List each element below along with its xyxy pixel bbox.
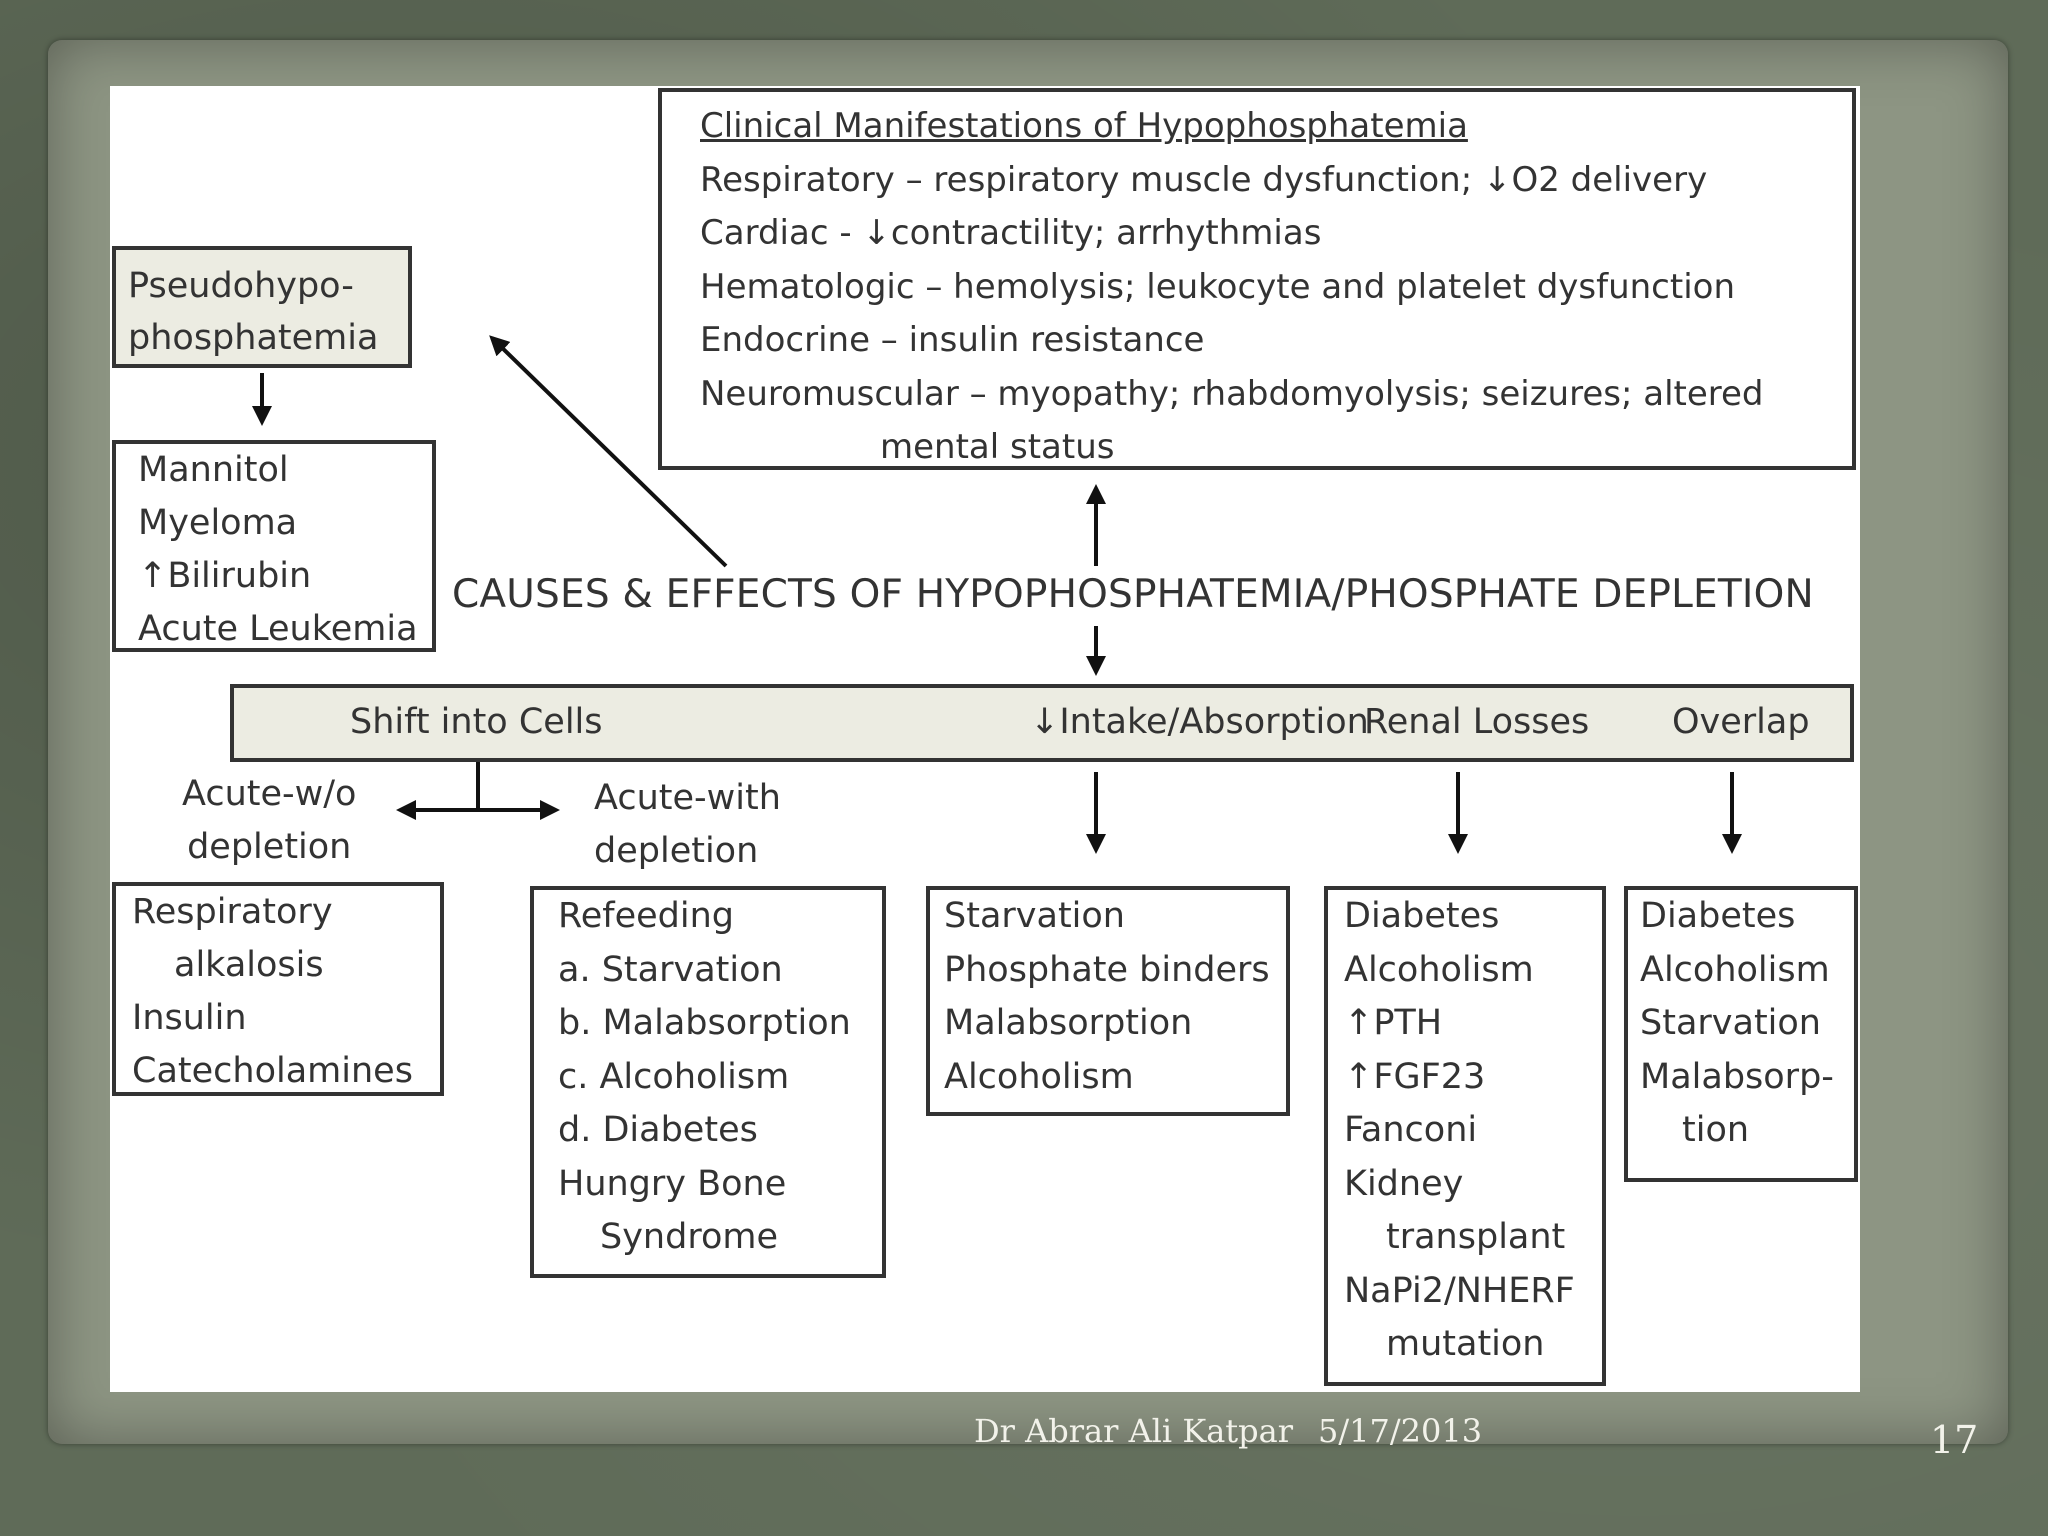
clinical-line: Neuromuscular – myopathy; rhabdomyolysis… xyxy=(700,373,1764,414)
list-item: NaPi2/NHERF xyxy=(1344,1270,1575,1311)
category-intake-absorption: ↓Intake/Absorption xyxy=(1030,702,1369,742)
list-item: b. Malabsorption xyxy=(558,1003,851,1043)
list-item: Myeloma xyxy=(138,503,298,543)
list-item: Acute Leukemia xyxy=(138,609,418,649)
clinical-line: Cardiac - ↓contractility; arrhythmias xyxy=(700,213,1322,253)
list-item: Hungry Bone xyxy=(558,1163,787,1204)
clinical-line: Respiratory – respiratory muscle dysfunc… xyxy=(700,159,1708,200)
list-item: c. Alcoholism xyxy=(558,1056,790,1097)
without-depletion-box: Respiratory alkalosis Insulin Catecholam… xyxy=(112,882,444,1096)
list-item: ↑PTH xyxy=(1344,1003,1443,1043)
list-item: Mannitol xyxy=(138,450,289,490)
list-item: Alcoholism xyxy=(944,1056,1134,1097)
list-item: Catecholamines xyxy=(132,1051,413,1091)
diagram-panel: Pseudohypo- phosphatemia Mannitol Myelom… xyxy=(110,86,1860,1392)
list-item: mutation xyxy=(1386,1324,1545,1364)
shift-with-depletion-label: Acute-with depletion xyxy=(594,778,781,871)
clinical-line: Hematologic – hemolysis; leukocyte and p… xyxy=(700,266,1736,307)
list-item: ↑Bilirubin xyxy=(138,556,312,596)
list-item: Respiratory xyxy=(132,892,333,932)
list-item: d. Diabetes xyxy=(558,1110,758,1150)
list-item: Starvation xyxy=(944,896,1125,936)
clinical-heading: Clinical Manifestations of Hypophosphate… xyxy=(700,106,1468,146)
list-item: Alcoholism xyxy=(1640,949,1830,990)
list-item: Phosphate binders xyxy=(944,949,1270,990)
list-item: transplant xyxy=(1386,1217,1566,1257)
pseudo-heading-line: phosphatemia xyxy=(128,318,379,358)
with-depletion-box: Refeeding a. Starvation b. Malabsorption… xyxy=(530,886,886,1278)
pseudo-causes-box: Mannitol Myeloma ↑Bilirubin Acute Leukem… xyxy=(112,440,436,652)
category-overlap: Overlap xyxy=(1672,702,1810,742)
list-item: Malabsorption xyxy=(944,1003,1193,1043)
list-item: Alcoholism xyxy=(1344,949,1534,990)
list-item: Malabsorp- xyxy=(1640,1056,1834,1097)
intake-absorption-box: Starvation Phosphate binders Malabsorpti… xyxy=(926,886,1290,1116)
pseudo-heading-line: Pseudohypo- xyxy=(128,266,354,306)
overlap-box: Diabetes Alcoholism Starvation Malabsorp… xyxy=(1624,886,1858,1182)
list-item: a. Starvation xyxy=(558,949,783,990)
list-item: alkalosis xyxy=(174,945,324,985)
clinical-manifestations-box: Clinical Manifestations of Hypophosphate… xyxy=(658,88,1856,470)
list-item: Refeeding xyxy=(558,896,735,936)
category-shift-into-cells: Shift into Cells xyxy=(350,702,603,742)
list-item: tion xyxy=(1682,1110,1750,1150)
list-item: Diabetes xyxy=(1640,896,1796,936)
shift-without-depletion-label: Acute-w/o depletion xyxy=(182,774,357,867)
footer-author: Dr Abrar Ali Katpar xyxy=(974,1412,1294,1450)
list-item: Diabetes xyxy=(1344,896,1500,936)
page-number: 17 xyxy=(1930,1418,1979,1462)
arrow-to-pseudo xyxy=(489,335,728,568)
pseudohypophosphatemia-box: Pseudohypo- phosphatemia xyxy=(112,246,412,368)
diagram-title: CAUSES & EFFECTS OF HYPOPHOSPHATEMIA/PHO… xyxy=(452,572,1814,617)
diagram-arrows xyxy=(252,335,1742,854)
list-item: Insulin xyxy=(132,998,247,1038)
clinical-line: mental status xyxy=(880,427,1115,467)
list-item: Starvation xyxy=(1640,1003,1821,1043)
list-item: Kidney xyxy=(1344,1163,1464,1204)
list-item: ↑FGF23 xyxy=(1344,1056,1486,1097)
list-item: Syndrome xyxy=(600,1217,778,1257)
list-item: Fanconi xyxy=(1344,1110,1478,1150)
clinical-line: Endocrine – insulin resistance xyxy=(700,320,1205,360)
category-renal-losses: Renal Losses xyxy=(1364,702,1590,742)
categories-bar: Shift into Cells ↓Intake/Absorption Rena… xyxy=(230,684,1854,762)
renal-losses-box: Diabetes Alcoholism ↑PTH ↑FGF23 Fanconi … xyxy=(1324,886,1606,1386)
footer-date: 5/17/2013 xyxy=(1318,1412,1483,1450)
